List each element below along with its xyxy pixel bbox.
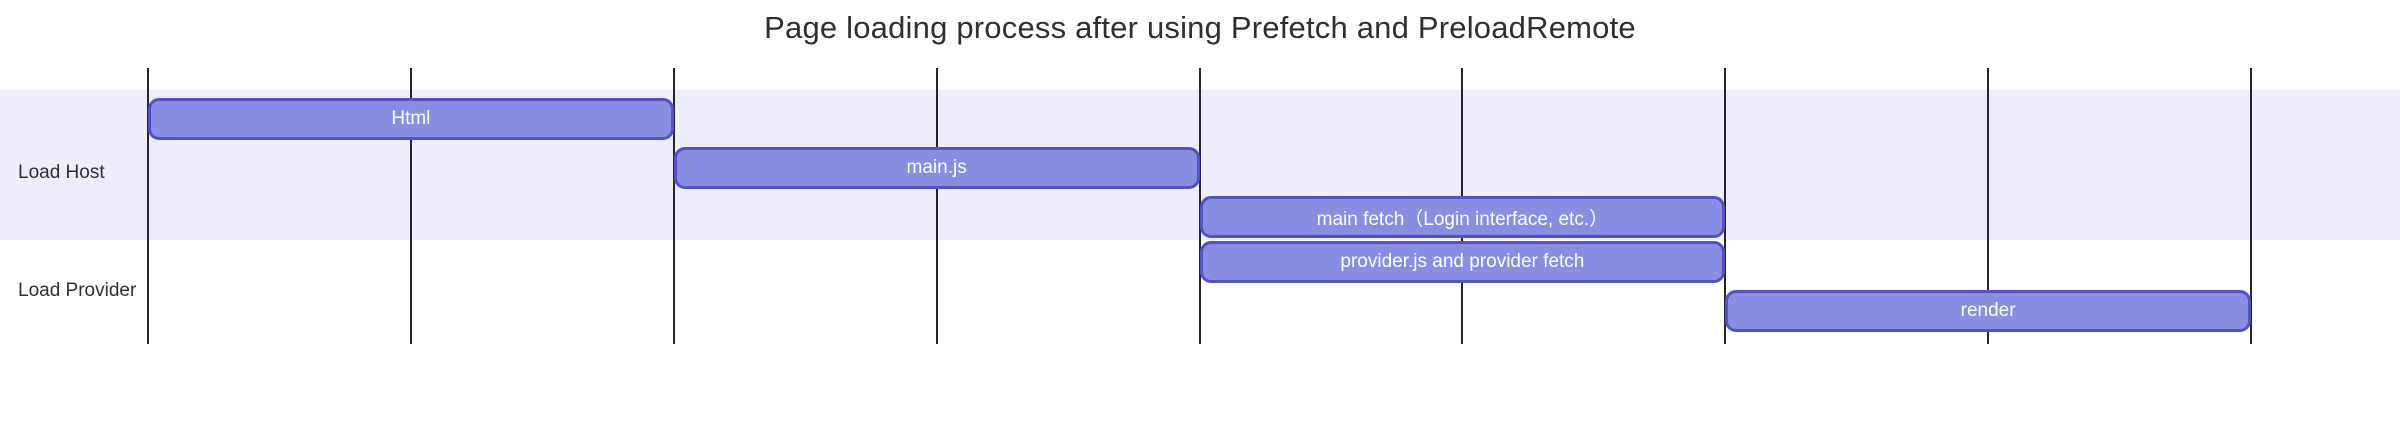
page-title: Page loading process after using Prefetc… bbox=[764, 10, 1636, 45]
row-label-load-host: Load Host bbox=[18, 162, 105, 183]
gridline-2 bbox=[672, 68, 675, 344]
gridline-3 bbox=[935, 68, 938, 344]
gantt-bar-label: provider.js and provider fetch bbox=[1340, 251, 1585, 272]
gridline-1 bbox=[409, 68, 412, 344]
gantt-bar[interactable]: provider.js and provider fetch bbox=[1199, 241, 1726, 283]
gridline-7 bbox=[1987, 68, 1990, 344]
gantt-bar[interactable]: main.js bbox=[673, 147, 1200, 189]
gantt-bar[interactable]: main fetch（Login interface, etc.） bbox=[1199, 196, 1726, 238]
gridline-6 bbox=[1724, 68, 1727, 344]
gantt-bar[interactable]: render bbox=[1725, 290, 2251, 332]
gantt-bar-label: render bbox=[1960, 300, 2016, 321]
row-label-load-provider: Load Provider bbox=[18, 280, 137, 301]
gridline-8 bbox=[2250, 68, 2252, 344]
gridline-0 bbox=[147, 68, 149, 344]
gantt-bar-label: main.js bbox=[906, 157, 967, 178]
gantt-bar-label: main fetch（Login interface, etc.） bbox=[1316, 208, 1609, 230]
gantt-bar[interactable]: Html bbox=[148, 98, 674, 140]
gantt-bar-label: Html bbox=[391, 108, 431, 129]
